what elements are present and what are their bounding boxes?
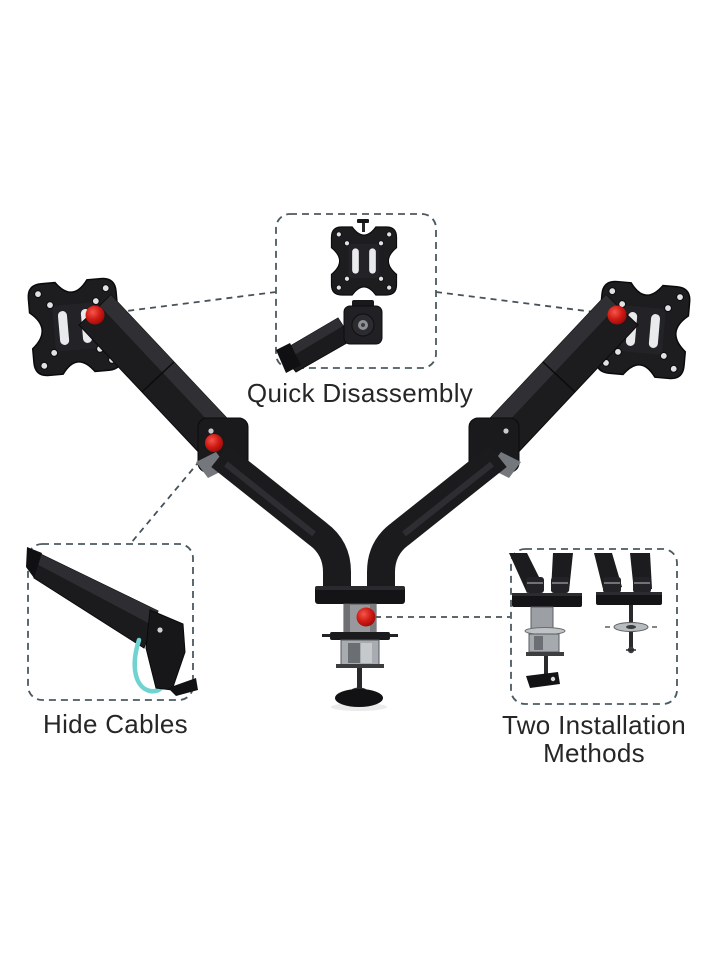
hide-cables-detail	[26, 547, 198, 696]
clamp-mount-mini	[509, 553, 582, 688]
quick-disassembly-label: Quick Disassembly	[246, 378, 474, 408]
right-lower-arm	[367, 445, 507, 600]
connector-quick-right	[435, 291, 611, 315]
hide-cables-label: Hide Cables	[43, 709, 188, 739]
connector-hide-cables	[130, 451, 208, 544]
callout-box-quick-disassembly	[275, 213, 437, 369]
callout-box-two-installation	[510, 548, 678, 705]
quick-disassembly-detail	[276, 219, 398, 373]
marker-left-joint	[205, 434, 223, 452]
monitor-arm-product	[26, 276, 692, 711]
grommet-mount-mini	[594, 553, 662, 654]
left-lower-arm	[211, 445, 351, 600]
callout-box-hide-cables	[27, 543, 194, 701]
left-upper-arm	[78, 294, 249, 478]
desk-clamp-base	[315, 586, 405, 711]
two-installation-methods-label-line2: Methods	[543, 738, 645, 768]
connector-quick-left	[102, 291, 277, 315]
callout-connector-lines	[102, 291, 611, 618]
marker-right-vesa	[607, 305, 627, 325]
installation-methods-detail	[509, 553, 662, 688]
two-installation-methods-label: Two Installation Methods	[499, 711, 689, 767]
two-installation-methods-label-line1: Two Installation	[501, 710, 686, 740]
feature-markers	[85, 305, 627, 627]
marker-left-vesa	[85, 305, 105, 325]
callout-boxes	[27, 213, 678, 705]
marker-base	[356, 607, 376, 627]
